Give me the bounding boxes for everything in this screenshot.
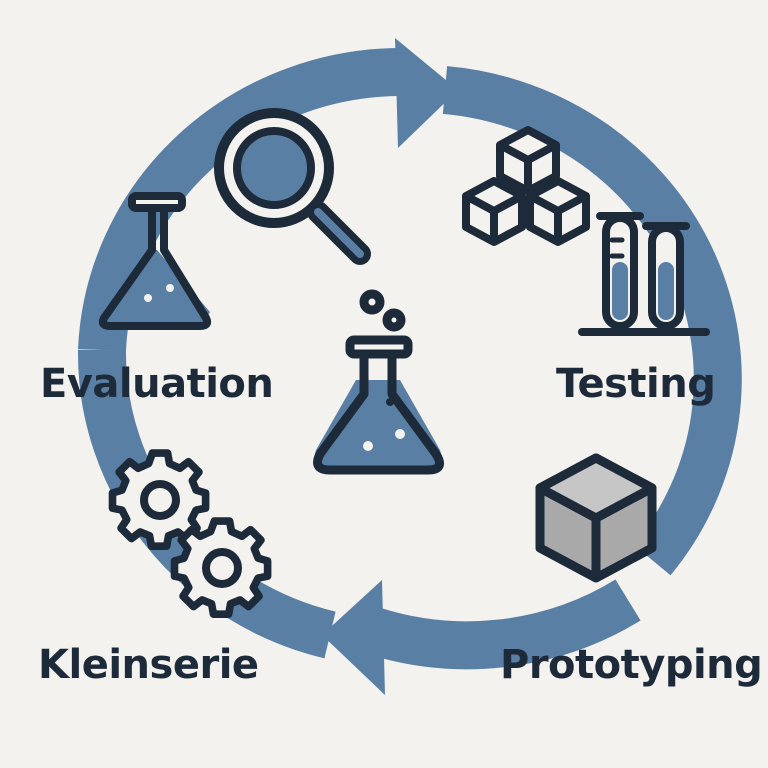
stacked-cubes-icon xyxy=(462,126,590,246)
magnifier-icon xyxy=(214,108,371,265)
stage-label-kleinserie: Kleinserie xyxy=(38,642,259,688)
erlenmeyer-flask-icon xyxy=(96,192,212,330)
stage-label-prototyping: Prototyping xyxy=(500,642,763,688)
arrowhead-top xyxy=(395,38,458,148)
gears-icon xyxy=(108,449,272,619)
cycle-ring xyxy=(77,47,742,670)
stage-label-testing: Testing xyxy=(556,361,716,407)
bubbling-flask-icon xyxy=(313,289,445,475)
cube-icon xyxy=(535,453,657,583)
arrowhead-bottom xyxy=(322,580,385,695)
ring-arc-right xyxy=(442,66,742,576)
ring-arc-top xyxy=(78,47,406,352)
stage-label-evaluation: Evaluation xyxy=(40,361,274,407)
test-tubes-icon xyxy=(578,212,710,336)
ring-arc-bottom xyxy=(357,579,641,670)
